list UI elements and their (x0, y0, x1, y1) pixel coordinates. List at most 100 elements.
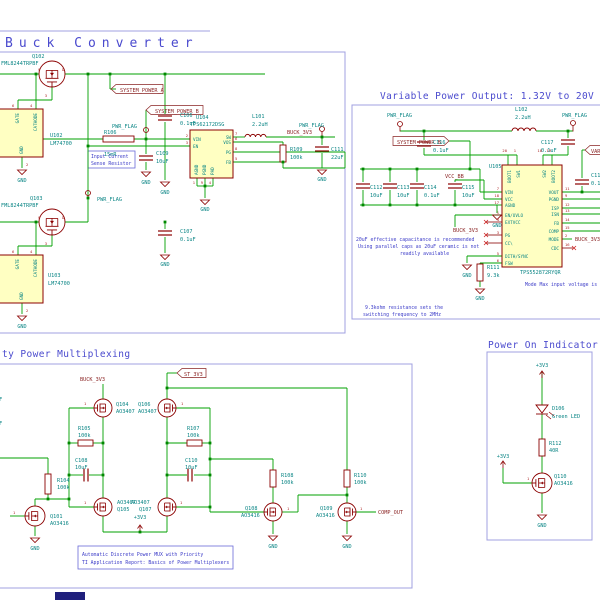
mosfet-symbol[interactable] (531, 472, 553, 494)
note[interactable]: 9.3kohm resistance sets the (365, 305, 443, 311)
pin-number[interactable]: 14 (565, 217, 570, 222)
value[interactable]: 100k (78, 433, 91, 439)
pin-name[interactable]: VOS (223, 140, 231, 146)
junction-dot[interactable] (138, 530, 142, 534)
gnd-symbol[interactable] (199, 199, 211, 206)
pin-number[interactable]: 1 (180, 500, 183, 505)
gnd[interactable]: GND (141, 180, 150, 186)
value[interactable]: LM74700 (50, 141, 72, 147)
resistor-symbol[interactable] (343, 469, 351, 488)
junction-dot[interactable] (144, 137, 148, 141)
pin-name[interactable]: ISN (551, 212, 559, 218)
value[interactable]: AO3407 (138, 409, 157, 415)
gnd[interactable]: GND (268, 544, 277, 550)
pin-number[interactable]: 1 (84, 500, 87, 505)
pin-name[interactable]: GATE (15, 113, 21, 124)
pin-number[interactable]: 5 (497, 251, 499, 256)
resistor-symbol[interactable] (77, 439, 94, 447)
pin-number[interactable]: 7 (497, 186, 499, 191)
pin-number[interactable]: 11 (565, 186, 570, 191)
pin-name[interactable]: BOOT2 (551, 170, 557, 183)
value[interactable]: AO3407 (117, 500, 136, 506)
ref[interactable]: Q104 (116, 402, 129, 408)
value[interactable]: 100k (187, 433, 200, 439)
pin-number[interactable]: 1 (193, 180, 196, 185)
pin-name[interactable]: VIN (193, 137, 201, 143)
note[interactable]: Automatic Discrete Power MUX with Priori… (82, 552, 203, 558)
gnd[interactable]: GND (492, 223, 501, 229)
symbols-layer[interactable] (0, 60, 600, 544)
pin-number[interactable]: 1 (527, 476, 530, 481)
ref[interactable]: R108 (281, 473, 294, 479)
pwr-flag-symbol[interactable] (397, 121, 403, 127)
junction-dot[interactable] (101, 441, 105, 445)
resistor-symbol[interactable] (279, 144, 287, 163)
pin-name[interactable]: VCC (505, 197, 513, 203)
junction-dot[interactable] (34, 220, 38, 224)
note[interactable]: TI Application Report: Basics of Power M… (82, 560, 229, 566)
ref[interactable]: C108 (75, 458, 88, 464)
gnd[interactable]: GND (160, 190, 169, 196)
gnd-symbol[interactable] (267, 535, 279, 542)
net-label[interactable]: COMP_OUT (378, 510, 403, 516)
ref[interactable]: C112 (370, 185, 383, 191)
resistor-symbol[interactable] (186, 439, 203, 447)
junction-dot[interactable] (361, 167, 365, 171)
junctions-layer[interactable] (34, 72, 584, 534)
note[interactable]: Using parallel caps as 20uF ceramic is n… (358, 244, 479, 250)
ref[interactable]: D106 (552, 406, 565, 412)
note[interactable]: 20uF effective capacitance is recommende… (356, 237, 475, 243)
pin-name[interactable]: MODE (549, 237, 560, 243)
ref[interactable]: C111 (331, 147, 344, 153)
ref[interactable]: C110 (185, 458, 198, 464)
mosfet-symbol[interactable] (38, 60, 66, 88)
pin-number[interactable]: 18 (494, 193, 499, 198)
pin-number[interactable]: 1 (514, 148, 517, 153)
gnd[interactable]: GND (160, 262, 169, 268)
pin-name[interactable]: PG (226, 150, 232, 156)
junction-dot[interactable] (86, 144, 90, 148)
ref[interactable]: C115 (462, 185, 475, 191)
ref[interactable]: U102 (50, 133, 63, 139)
title-indicator[interactable]: Power On Indicator (488, 340, 598, 351)
net-label[interactable]: BUCK_3V3 (80, 377, 105, 383)
junction-dot[interactable] (203, 184, 207, 188)
value[interactable]: 40R (549, 448, 559, 454)
junction-dot[interactable] (281, 160, 285, 164)
inductor-symbol[interactable] (244, 133, 267, 138)
net-flag[interactable]: ST_3V3 (184, 372, 203, 378)
junction-dot[interactable] (208, 473, 212, 477)
pin-number[interactable]: 3 (45, 93, 47, 98)
mosfet-symbol[interactable] (93, 497, 113, 517)
ref[interactable]: Q105 (117, 507, 130, 513)
value[interactable]: 15mR (104, 152, 117, 158)
pin-name[interactable]: PAD (210, 167, 216, 175)
value[interactable]: 9.3k (487, 273, 500, 279)
junction-dot[interactable] (208, 505, 212, 509)
note[interactable]: switching frequency to 2MHz (363, 312, 441, 318)
pin-number[interactable]: 3 (186, 140, 188, 145)
junction-dot[interactable] (361, 203, 365, 207)
ref[interactable]: Q107 (139, 507, 152, 513)
value[interactable]: 100k (290, 155, 303, 161)
net-flag-shape[interactable] (110, 84, 164, 94)
ref[interactable]: U104 (196, 115, 209, 121)
net-flag[interactable]: SYSTEM_POWER_B (397, 140, 441, 146)
pin-number[interactable]: 20 (502, 148, 507, 153)
pwr-net[interactable]: +3V3 (134, 515, 147, 521)
junction-dot[interactable] (86, 72, 90, 76)
pin-number[interactable]: 17 (494, 200, 499, 205)
pin-number[interactable]: S (38, 67, 41, 72)
pin-number[interactable]: 4 (497, 217, 500, 222)
value[interactable]: AO3416 (241, 513, 260, 519)
junction-dot[interactable] (566, 129, 570, 133)
pin-name[interactable]: CATHODE (33, 259, 39, 278)
pin-number[interactable]: 6 (12, 103, 15, 108)
junction-dot[interactable] (580, 190, 584, 194)
junction-dot[interactable] (165, 386, 169, 390)
pin-name[interactable]: CC\ (505, 241, 513, 247)
ref[interactable]: C114 (424, 185, 437, 191)
value[interactable]: FML8244TRPBF (1, 203, 38, 209)
gnd[interactable]: GND (537, 523, 546, 529)
gnd-symbol[interactable] (159, 254, 171, 261)
